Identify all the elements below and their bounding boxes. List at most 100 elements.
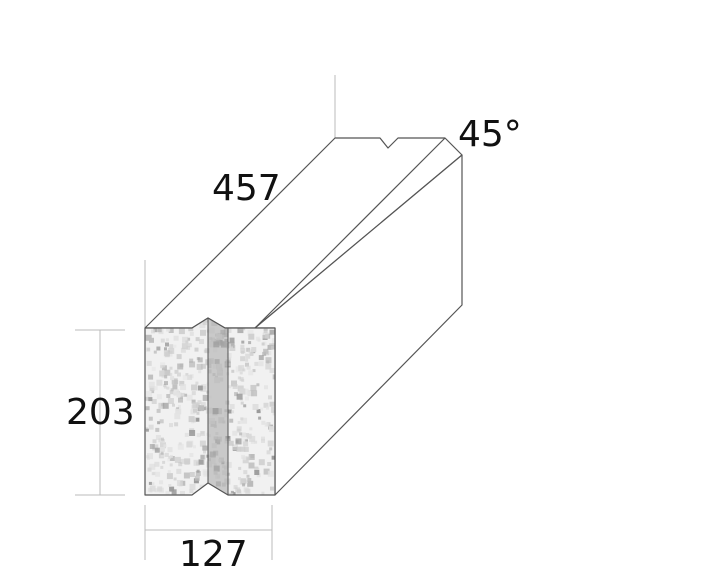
speckle bbox=[268, 395, 272, 400]
speckle bbox=[163, 385, 167, 389]
speckle bbox=[145, 334, 152, 341]
speckle bbox=[232, 384, 238, 389]
speckle bbox=[269, 368, 275, 373]
speckle bbox=[186, 441, 193, 448]
block-body bbox=[144, 137, 463, 496]
speckle bbox=[238, 466, 242, 470]
speckle bbox=[164, 352, 170, 358]
speckle bbox=[158, 438, 163, 443]
speckle bbox=[160, 338, 165, 343]
speckle bbox=[159, 419, 164, 424]
speckle bbox=[164, 452, 169, 457]
speckle bbox=[173, 335, 179, 341]
speckle bbox=[251, 347, 257, 352]
speckle bbox=[267, 351, 272, 356]
speckle bbox=[229, 337, 235, 343]
speckle bbox=[148, 424, 154, 430]
speckle bbox=[188, 416, 195, 423]
speckle bbox=[178, 328, 185, 335]
length-label: 457 bbox=[212, 168, 281, 209]
speckle bbox=[242, 456, 247, 461]
speckle bbox=[184, 458, 191, 465]
speckle bbox=[243, 446, 249, 452]
speckle bbox=[245, 396, 249, 401]
speckle bbox=[245, 488, 251, 494]
speckle bbox=[162, 402, 169, 409]
speckle bbox=[248, 370, 254, 376]
speckle bbox=[166, 473, 173, 480]
speckle bbox=[227, 472, 231, 476]
speckle bbox=[180, 384, 187, 391]
speckle bbox=[261, 342, 265, 346]
speckle bbox=[240, 344, 245, 349]
speckle bbox=[168, 484, 172, 487]
speckle bbox=[164, 369, 171, 376]
speckle bbox=[246, 365, 251, 370]
speckle bbox=[189, 358, 194, 363]
speckle bbox=[244, 439, 248, 443]
speckle bbox=[267, 462, 272, 466]
speckle bbox=[243, 404, 247, 408]
speckle bbox=[177, 443, 184, 450]
speckle bbox=[193, 408, 197, 413]
speckle bbox=[202, 406, 207, 411]
speckle bbox=[154, 488, 159, 493]
speckle bbox=[230, 490, 234, 494]
speckle bbox=[249, 351, 254, 356]
speckle bbox=[189, 472, 195, 477]
speckle bbox=[266, 406, 269, 410]
speckle bbox=[200, 385, 207, 392]
speckle bbox=[145, 428, 149, 432]
speckle bbox=[149, 337, 154, 343]
speckle bbox=[199, 322, 206, 329]
speckle bbox=[262, 332, 269, 339]
speckle bbox=[235, 438, 242, 445]
speckle bbox=[189, 430, 196, 436]
speckle bbox=[148, 416, 153, 421]
speckle bbox=[164, 375, 168, 379]
speckle bbox=[152, 444, 159, 451]
speckle bbox=[200, 431, 206, 436]
front-groove bbox=[208, 318, 228, 495]
speckle bbox=[173, 477, 177, 481]
speckle bbox=[199, 339, 204, 344]
dimension-lines bbox=[75, 75, 336, 560]
speckle bbox=[254, 361, 259, 366]
speckle bbox=[156, 346, 161, 351]
speckle bbox=[174, 456, 181, 463]
speckle bbox=[236, 446, 242, 452]
speckle bbox=[242, 457, 249, 464]
speckle bbox=[251, 390, 258, 397]
speckle bbox=[176, 468, 182, 474]
speckle bbox=[161, 403, 164, 407]
speckle bbox=[169, 344, 174, 349]
speckle bbox=[262, 351, 267, 356]
speckle bbox=[185, 340, 189, 344]
speckle bbox=[196, 469, 200, 473]
speckle bbox=[254, 470, 260, 475]
speckle bbox=[241, 417, 248, 424]
speckle bbox=[146, 391, 152, 397]
speckle bbox=[202, 445, 208, 451]
speckle bbox=[159, 370, 166, 377]
speckle bbox=[261, 438, 265, 443]
speckle bbox=[258, 459, 265, 466]
speckle bbox=[179, 380, 185, 386]
speckle bbox=[157, 421, 161, 425]
speckle bbox=[265, 363, 272, 370]
speckle bbox=[175, 408, 182, 415]
speckle bbox=[167, 470, 171, 474]
speckle bbox=[154, 461, 160, 467]
speckle bbox=[228, 341, 235, 348]
speckle bbox=[166, 394, 171, 398]
speckle bbox=[232, 430, 238, 436]
speckle bbox=[189, 331, 194, 336]
speckle bbox=[248, 333, 255, 340]
speckle bbox=[241, 378, 245, 382]
speckle bbox=[269, 329, 275, 335]
speckle bbox=[168, 328, 174, 333]
speckle bbox=[169, 423, 173, 428]
speckle bbox=[150, 329, 155, 334]
speckle bbox=[202, 469, 209, 476]
speckle bbox=[236, 393, 243, 400]
